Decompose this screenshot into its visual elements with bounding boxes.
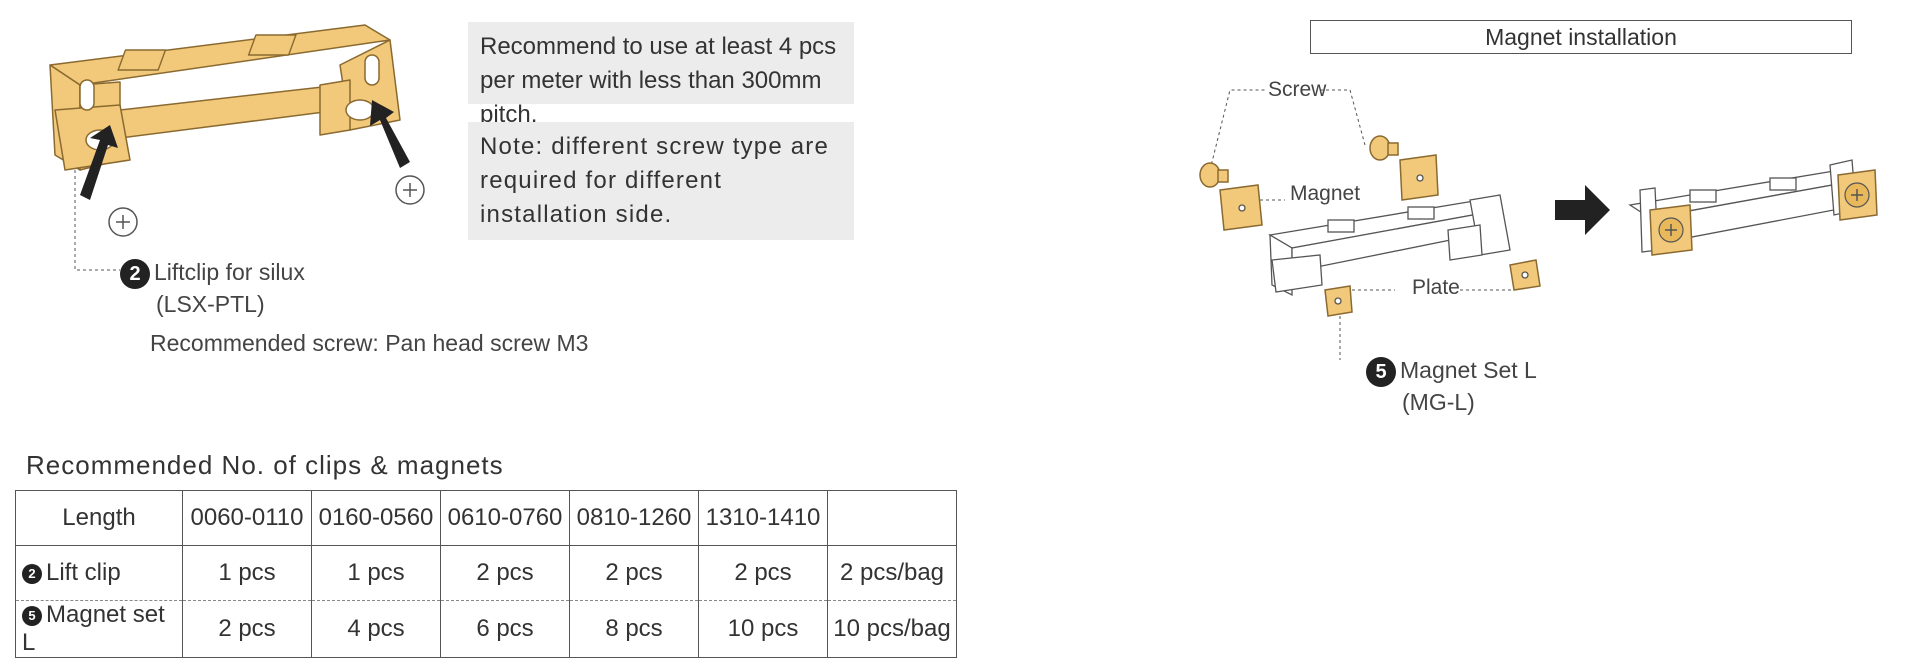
- number-badge: 2: [22, 563, 42, 584]
- number-badge: 2: [120, 258, 150, 289]
- table-cell: 1 pcs: [182, 545, 312, 601]
- recommended-table: Length 0060-0110 0160-0560 0610-0760 081…: [15, 490, 957, 658]
- header-cell: 0160-0560: [311, 490, 441, 546]
- table-cell: 10 pcs/bag: [827, 600, 957, 658]
- liftclip-illustration: [49, 24, 425, 270]
- header-cell: 0610-0760: [440, 490, 570, 546]
- liftclip-code: (LSX-PTL): [156, 290, 265, 317]
- table-cell: 2 pcs: [440, 545, 570, 601]
- magnet-installation-header: Magnet installation: [1310, 20, 1852, 54]
- table-cell: 2 pcs: [698, 545, 828, 601]
- screw-label: Screw: [1268, 78, 1327, 101]
- screw-type-note: Note: different screw type are required …: [468, 122, 854, 240]
- table-cell: 8 pcs: [569, 600, 699, 658]
- plate-label: Plate: [1412, 276, 1460, 299]
- table-header-row: Length 0060-0110 0160-0560 0610-0760 081…: [15, 490, 957, 546]
- table-cell: 4 pcs: [311, 600, 441, 658]
- table-cell: 2 pcs: [182, 600, 312, 658]
- number-badge: 5: [1366, 356, 1396, 387]
- header-cell: Length: [15, 490, 183, 546]
- number-badge: 5: [22, 605, 42, 626]
- table-cell: 6 pcs: [440, 600, 570, 658]
- magnet-set-code: (MG-L): [1402, 388, 1475, 415]
- recommended-screw-text: Recommended screw: Pan head screw M3: [150, 330, 589, 356]
- recommend-note: Recommend to use at least 4 pcs per mete…: [468, 22, 854, 128]
- magnet-label: Magnet: [1290, 182, 1361, 205]
- header-cell: 0060-0110: [182, 490, 312, 546]
- table-cell: 1 pcs: [311, 545, 441, 601]
- table-title: Recommended No. of clips & magnets: [26, 450, 504, 480]
- table-cell: 2 pcs/bag: [827, 545, 957, 601]
- header-cell: 1310-1410: [698, 490, 828, 546]
- header-cell: 0810-1260: [569, 490, 699, 546]
- liftclip-leader: [75, 170, 120, 271]
- table-cell: 2 pcs: [569, 545, 699, 601]
- table-cell: 10 pcs: [698, 600, 828, 658]
- magnet-illustration: [1199, 89, 1878, 360]
- header-cell: [827, 490, 957, 546]
